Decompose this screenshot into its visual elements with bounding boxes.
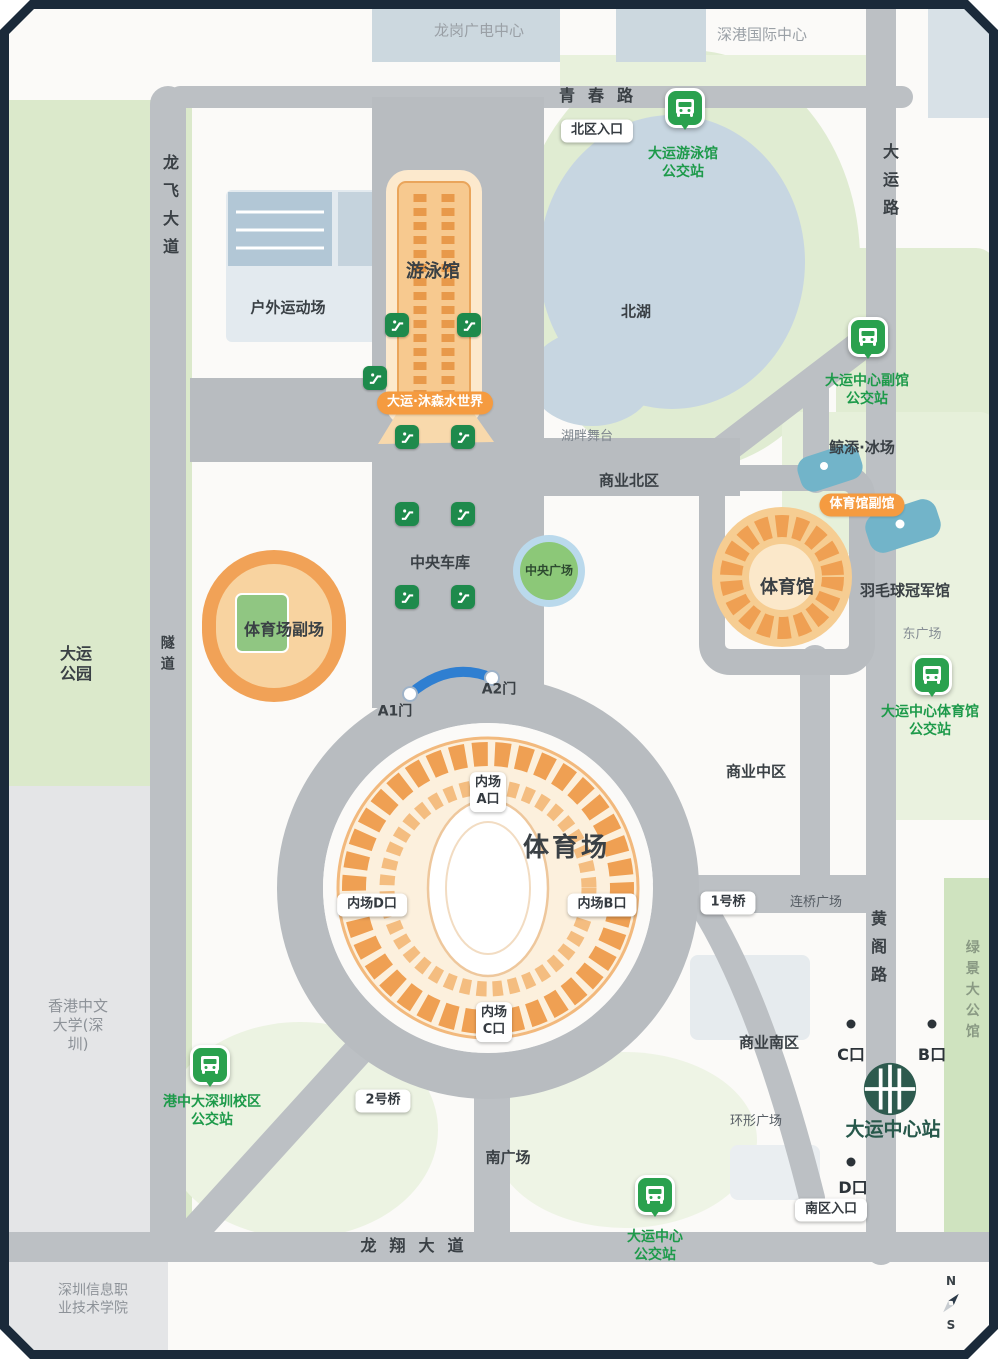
shengang-intl-building [616,9,706,62]
metro-exit-c-dot [847,1020,856,1029]
metro-exit-b-dot [928,1020,937,1029]
metro-exit-d-label: D口 [838,1178,868,1197]
swimming-hall-shape [378,170,494,444]
road-label-huangge: 黄阁路 [868,910,887,994]
label-gymnasium: 体育馆 [760,576,814,598]
metro-exit-d-dot [847,1158,856,1167]
longgang-tv-building [372,9,560,62]
badge-infield-d[interactable]: 内场D口 [337,894,407,917]
label-shengang-intl-center: 深港国际中心 [716,25,808,44]
label-business-south: 商业南区 [738,1033,800,1052]
label-dayun-park: 大运公园 [59,644,92,683]
stadium-shape [338,738,638,1038]
bus-stop-label: 港中大深圳校区公交站 [163,1094,261,1129]
gymnasium-ring-road [712,478,862,662]
badge-bridge-1: 1号桥 [700,892,755,915]
map-base-svg [9,9,989,1350]
label-ring-plaza: 环形广场 [729,1113,783,1129]
badge-south-entrance[interactable]: 南区入口 [795,1199,867,1222]
label-longgang-tv-center: 龙岗广电中心 [433,21,525,40]
road-label-longfei: 龙飞大道 [160,154,179,266]
gate-bridge-arc [403,671,499,701]
road-label-dayun: 大运路 [880,143,899,227]
road-label-qingchun: 青春路 [558,86,647,105]
escalator-icon [395,425,419,449]
metro-exit-c-label: C口 [837,1045,865,1064]
road-label-longxiang: 龙翔大道 [360,1236,477,1255]
escalator-icon [363,366,387,390]
bus-stop-icon[interactable] [912,655,952,695]
badge-north-entrance[interactable]: 北区入口 [561,120,633,143]
label-lvjing-mansion: 绿景大公馆 [963,939,980,1045]
label-badminton-hall: 羽毛球冠军馆 [859,581,951,600]
badge-gym-annex: 体育馆副馆 [819,494,904,517]
label-east-plaza: 东广场 [902,626,942,642]
bus-stop-icon[interactable] [665,88,705,128]
badge-bridge-2: 2号桥 [355,1090,410,1113]
central-plaza-shape [513,535,585,607]
compass-south-label: S [946,1318,956,1332]
badge-infield-a[interactable]: 内场A口 [470,772,506,812]
label-gate-a2: A2门 [481,681,517,698]
label-lakeside-stage: 湖畔舞台 [560,428,614,444]
bus-stop-label: 大运中心体育馆公交站 [881,704,979,739]
badge-infield-c[interactable]: 内场C口 [476,1002,512,1042]
green-strip-southeast [944,878,989,1243]
label-swimming-hall: 游泳馆 [406,260,460,282]
badge-water-world: 大运·沐森水世界 [377,392,493,415]
escalator-icon [395,502,419,526]
compass: N S [938,1274,964,1332]
escalator-icon [395,585,419,609]
college-block [9,1246,168,1350]
label-business-mid: 商业中区 [725,762,787,781]
compass-north-label: N [945,1274,957,1288]
bus-stop-icon[interactable] [190,1045,230,1085]
label-stadium: 体育场 [522,832,611,863]
metro-exit-b-label: B口 [917,1045,947,1064]
badge-infield-b[interactable]: 内场B口 [568,894,637,917]
label-gate-a1: A1门 [377,703,413,720]
label-business-north: 商业北区 [598,471,660,490]
road-label-tunnel: 隧道 [158,635,175,677]
dayun-center-map: 龙岗广电中心 深港国际中心 青春路 大运路 龙飞大道 黄阁路 龙翔大道 隧道 绿… [9,9,989,1350]
bus-stop-label: 大运中心公交站 [627,1229,683,1264]
label-stadium-annex: 体育场副场 [243,620,325,639]
label-outdoor-sports-field: 户外运动场 [250,298,326,317]
escalator-icon [451,502,475,526]
bus-stop-icon[interactable] [848,317,888,357]
bus-stop-label: 大运中心副馆公交站 [825,373,909,408]
cuhk-block [9,786,156,1241]
stadium-annex-shape [202,550,346,702]
label-central-plaza: 中央广场 [524,563,574,578]
label-bridge-plaza: 连桥广场 [789,894,843,910]
label-cuhk-shenzhen: 香港中文大学(深圳) [47,996,108,1053]
metro-logo[interactable] [862,1061,918,1117]
label-south-plaza: 南广场 [485,1148,531,1167]
escalator-icon [451,425,475,449]
stadium-ring-road [300,700,676,1076]
bus-stop-label: 大运游泳馆公交站 [648,146,718,181]
escalator-icon [385,313,409,337]
label-ice-rink: 鲸添·冰场 [829,438,895,457]
escalator-icon [457,313,481,337]
compass-needle-icon [938,1290,964,1316]
escalator-icon [451,585,475,609]
label-central-garage: 中央车库 [409,553,471,572]
bus-stop-icon[interactable] [635,1175,675,1215]
label-north-lake: 北湖 [620,302,652,321]
gymnasium-shape [712,507,852,647]
label-sz-info-college: 深圳信息职业技术学院 [58,1282,128,1316]
metro-station-label: 大运中心站 [845,1118,941,1141]
